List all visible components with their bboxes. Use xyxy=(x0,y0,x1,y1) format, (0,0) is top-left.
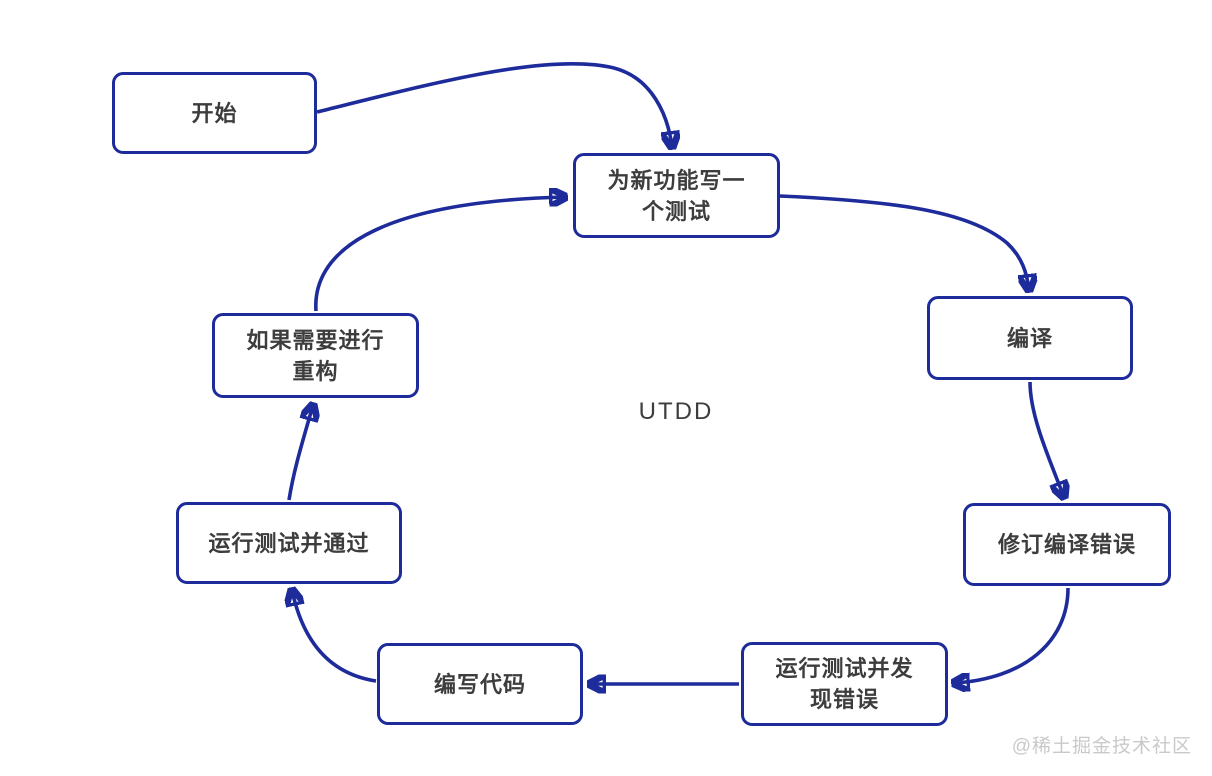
flow-node-run-test-find-errors: 运行测试并发 现错误 xyxy=(741,642,948,726)
edge-write-code-to-test-pass xyxy=(292,590,377,683)
node-label: 修订编译错误 xyxy=(997,532,1136,557)
flow-node-start: 开始 xyxy=(112,72,317,154)
node-label: 编译 xyxy=(1006,325,1053,351)
node-label-line1: 运行测试并发 xyxy=(775,656,914,681)
watermark: @稀土掘金技术社区 xyxy=(1011,736,1192,757)
edge-test-pass-to-refactor xyxy=(287,405,313,501)
edge-write-test-to-compile xyxy=(779,194,1029,290)
diagram-title: UTDD xyxy=(638,398,714,425)
node-label-line2: 现错误 xyxy=(809,687,879,712)
flow-node-write-test: 为新功能写一 个测试 xyxy=(573,153,780,238)
node-label-line2: 个测试 xyxy=(641,198,711,224)
flow-node-write-code: 编写代码 xyxy=(377,643,583,725)
node-label: 运行测试并通过 xyxy=(208,530,370,556)
flow-node-refactor: 如果需要进行 重构 xyxy=(212,313,419,398)
flow-node-compile: 编译 xyxy=(927,296,1133,380)
edge-refactor-to-write-test xyxy=(314,197,565,312)
node-label: 开始 xyxy=(191,100,238,126)
node-label-line2: 重构 xyxy=(292,358,339,384)
flow-node-run-test-pass: 运行测试并通过 xyxy=(176,502,402,584)
node-label: 编写代码 xyxy=(433,671,526,697)
edge-start-to-write-test xyxy=(316,61,672,147)
edge-fix-errors-to-find-errors xyxy=(954,587,1070,683)
edge-compile-to-fix-errors xyxy=(1028,381,1064,497)
node-label-line1: 如果需要进行 xyxy=(246,327,385,353)
node-label-line1: 为新功能写一 xyxy=(607,167,746,193)
flow-node-fix-compile-errors: 修订编译错误 xyxy=(963,503,1171,586)
